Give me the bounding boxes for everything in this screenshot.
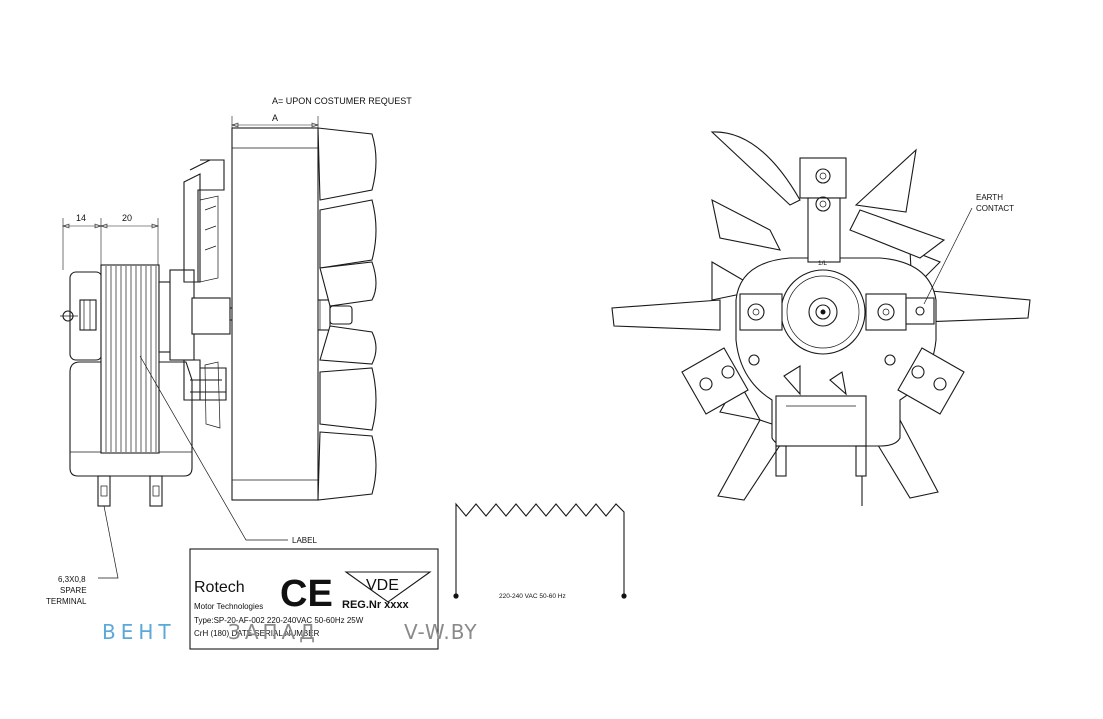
front-view: 1/L (611, 131, 1031, 506)
stator-lamination (100, 264, 160, 454)
earth-text-2: CONTACT (976, 204, 1014, 213)
vde-mark: VDE (366, 577, 399, 594)
label-pointer-text: LABEL (292, 536, 317, 545)
voltage-label: 220-240 VAC 50-60 Hz (499, 593, 566, 600)
terminal-text-2: SPARE (60, 586, 87, 595)
phase-mark: 1/L (818, 260, 827, 267)
watermark-left: ВЕНТ (102, 620, 176, 644)
bottom-bracket (775, 365, 867, 506)
fan-impeller-side (231, 127, 377, 501)
terminal-blocks (739, 293, 935, 331)
rotor-center (780, 269, 866, 355)
reg-number: REG.Nr xxxx (342, 599, 410, 611)
dim-14-label: 14 (76, 213, 86, 223)
angled-holders (681, 347, 965, 415)
terminal-text-3: TERMINAL (46, 597, 87, 606)
label-subtitle: Motor Technologies (194, 602, 263, 611)
watermark-middle: ЗАПАД (228, 620, 319, 644)
dim-20-label: 20 (122, 213, 132, 223)
ce-mark: CE (280, 573, 333, 615)
top-bracket: 1/L (799, 157, 847, 267)
earth-text-1: EARTH (976, 193, 1003, 202)
wiring-symbol: 220-240 VAC 50-60 Hz (453, 502, 627, 600)
vde-triangle (344, 571, 432, 603)
terminal-text-1: 6,3X0,8 (58, 575, 86, 584)
rear-bearing-cap (60, 271, 103, 361)
side-view: A A= UPON COSTUMER REQUEST 14 20 (46, 96, 412, 606)
watermark-right: V-W.BY (404, 620, 478, 644)
dim-a-label: A (272, 113, 278, 123)
request-note: A= UPON COSTUMER REQUEST (272, 96, 412, 106)
label-date-line: CrH (180) DATE SERIAL NUMBER (194, 629, 320, 638)
label-type-line: Type:SP-20-AF-002 220-240VAC 50-60Hz 25W (194, 616, 364, 625)
mounting-bracket (183, 159, 227, 429)
product-label: Rotech Motor Technologies CE VDE REG.Nr … (189, 548, 439, 650)
label-brand: Rotech (194, 579, 245, 596)
